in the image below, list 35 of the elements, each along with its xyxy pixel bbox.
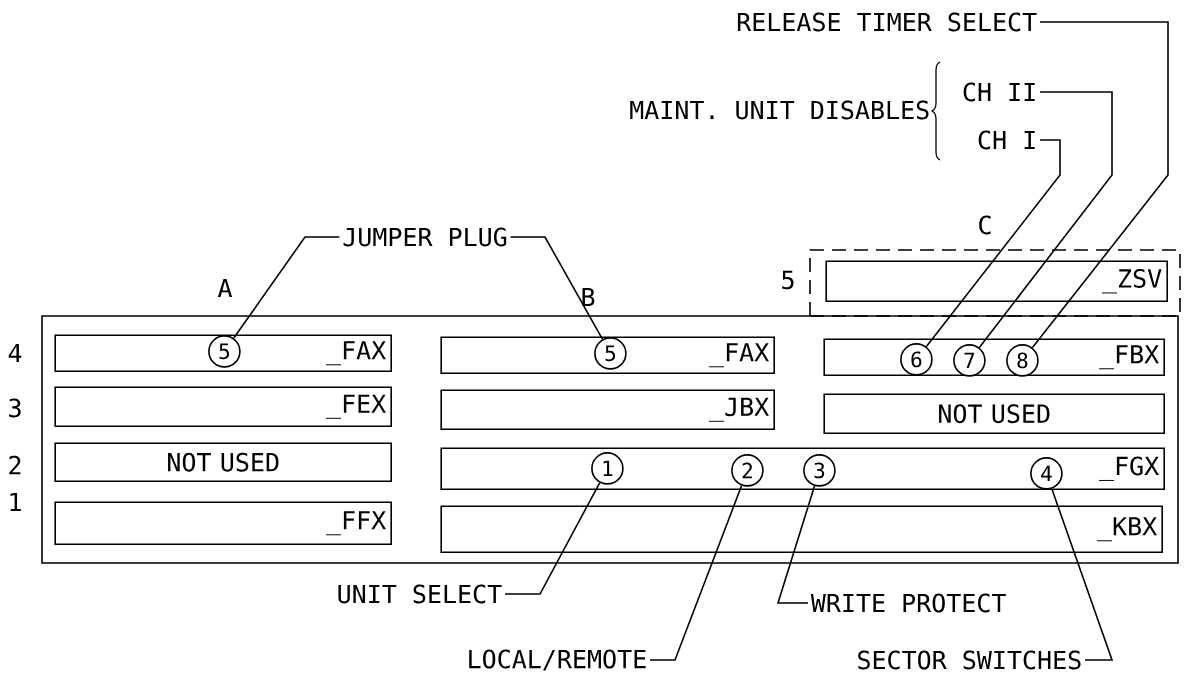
leader-line [649, 484, 743, 661]
slot-box: _ZSV [825, 260, 1168, 302]
callout-label: JUMPER PLUG [343, 227, 507, 247]
slot-box: _FEX [54, 386, 392, 427]
leader-line [1031, 21, 1169, 349]
callout-label: WRITE PROTECT [810, 593, 1006, 613]
row-number: 2 [9, 455, 21, 475]
callout-label: SECTOR SWITCHES [858, 650, 1081, 670]
column-label: B [582, 287, 595, 307]
callout-label: RELEASE TIMER SELECT [737, 12, 1037, 32]
leader-line [925, 139, 1061, 348]
slot-box: _KBX [440, 505, 1163, 553]
callout-label: CH I [978, 130, 1035, 150]
column-label: A [217, 278, 233, 298]
leader-line [978, 91, 1113, 349]
chassis-outline [41, 315, 1179, 564]
callout-label: UNIT SELECT [338, 584, 502, 604]
slot-box: _JBX [440, 389, 775, 430]
leader-line [509, 236, 604, 340]
leader-line [233, 236, 341, 339]
leader-line [1051, 487, 1114, 661]
callout-label: CH II [963, 82, 1035, 102]
row-number: 1 [10, 492, 21, 512]
row-number: 3 [9, 398, 21, 418]
callout-label: LOCAL/REMOTE [469, 649, 646, 671]
slot-box: _FFX [54, 501, 392, 545]
slot-box: NOT USED [823, 393, 1165, 434]
row-number: 5 [782, 270, 794, 290]
slot-box: NOT USED [54, 442, 392, 482]
dashed-outline [809, 249, 1181, 317]
leader-line [504, 481, 601, 595]
column-label: C [979, 215, 991, 235]
callout-label: MAINT. UNIT DISABLES [630, 100, 929, 120]
leader-line [776, 485, 816, 604]
row-number: 4 [8, 343, 22, 363]
